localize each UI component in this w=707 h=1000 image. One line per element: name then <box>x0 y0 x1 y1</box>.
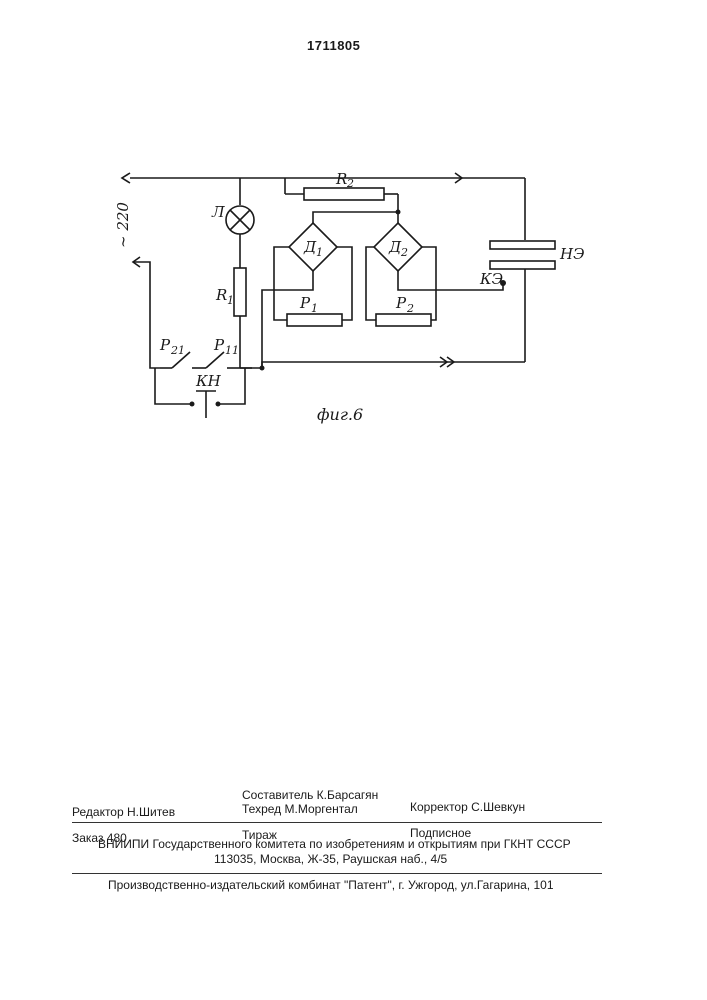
r2-sub: 2 <box>346 177 354 190</box>
bottom-return-wire <box>240 362 525 368</box>
figure-caption: фиг.6 <box>317 405 363 424</box>
p11-label: P <box>213 336 225 354</box>
switch-p11-blade <box>206 352 224 368</box>
editor-credit: Редактор Н.Шитев <box>72 805 175 819</box>
p21-label: P <box>159 336 171 354</box>
p1-label: P <box>299 294 311 312</box>
electrode-bottom <box>490 261 555 269</box>
relay-coil-p1 <box>287 314 342 326</box>
d2-label: Д <box>388 238 402 256</box>
kn-contact-left <box>190 402 195 407</box>
d1-right-wire <box>337 247 352 320</box>
p2-label: P <box>395 294 407 312</box>
d2-right-wire <box>422 247 436 320</box>
d2-sub: 2 <box>400 246 408 259</box>
kn-wire-right <box>220 368 245 404</box>
ne-label: НЭ <box>559 245 585 263</box>
institute-address: 113035, Москва, Ж-35, Раушская наб., 4/5 <box>214 852 447 866</box>
circuit-diagram: ~ 220 Л R 1 R 2 Д 1 P 1 Д 2 P 2 КЭ НЭ <box>0 0 707 440</box>
techred-credit: Техред М.Моргентал <box>242 802 358 816</box>
p1-sub: 1 <box>311 302 318 315</box>
voltage-label: ~ 220 <box>114 202 132 248</box>
resistor-r2 <box>304 188 384 200</box>
d1-left-wire <box>274 247 289 320</box>
p21-sub: 21 <box>170 344 185 357</box>
top-arrow-left <box>122 173 130 183</box>
input-wire-left <box>133 262 160 368</box>
d1-sub: 1 <box>316 246 323 259</box>
compiler-credit: Составитель К.Барсагян <box>242 788 378 802</box>
divider-top <box>72 822 602 823</box>
d2-left-wire <box>366 247 376 320</box>
p11-sub: 11 <box>225 344 239 357</box>
r1-sub: 1 <box>227 294 234 307</box>
d1-top-wire <box>313 212 332 223</box>
r1-label: R <box>215 286 227 304</box>
junction-dot-bottom <box>260 366 265 371</box>
r2-label: R <box>335 170 347 188</box>
institute: ВНИИПИ Государственного комитета по изоб… <box>98 837 571 851</box>
relay-coil-p2 <box>376 314 431 326</box>
d1-label: Д <box>303 238 317 256</box>
ke-label: КЭ <box>479 270 503 288</box>
lamp-label: Л <box>211 203 225 221</box>
kn-wire-left <box>155 368 190 404</box>
corrector-credit: Корректор С.Шевкун <box>410 800 525 814</box>
kn-label: КН <box>195 372 222 390</box>
p2-sub: 2 <box>406 302 414 315</box>
resistor-r1 <box>234 268 246 316</box>
divider-bottom <box>72 873 602 874</box>
kn-contact-right <box>216 402 221 407</box>
electrode-top <box>490 241 555 249</box>
publisher: Производственно-издательский комбинат "П… <box>108 878 554 892</box>
